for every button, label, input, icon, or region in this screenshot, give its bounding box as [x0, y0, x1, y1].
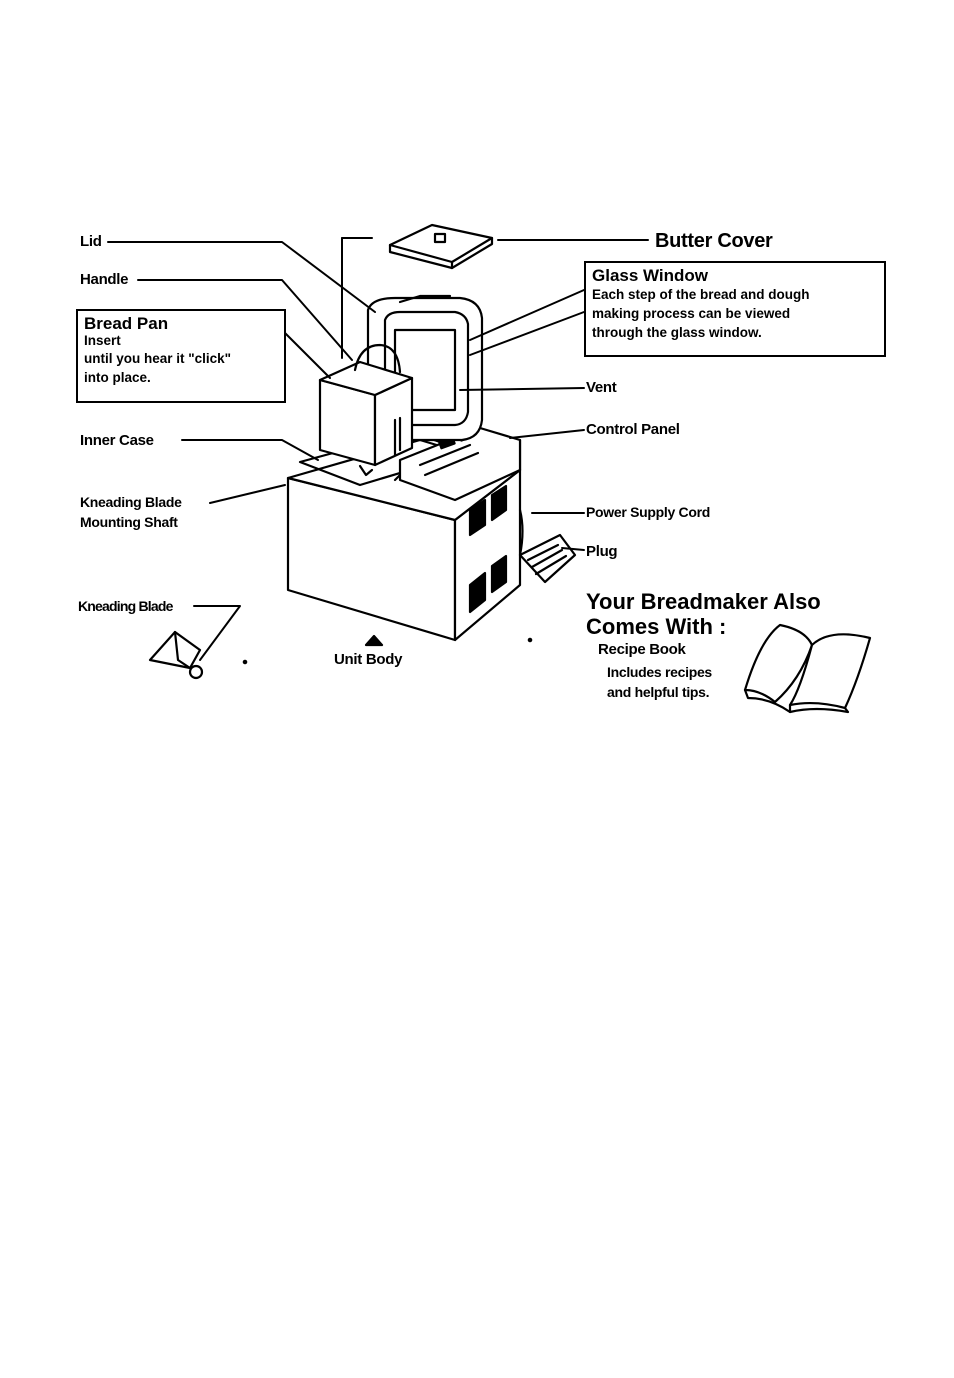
butter-cover-illustration: [388, 223, 494, 270]
leader-lines: [107, 237, 649, 661]
label-lid: Lid: [80, 233, 102, 250]
glass-window-line-3: through the glass window.: [592, 325, 762, 340]
recipe-book-title: Recipe Book: [598, 641, 686, 658]
recipe-book-line-2: and helpful tips.: [607, 684, 710, 700]
also-comes-line-1: Your Breadmaker Also: [586, 589, 821, 614]
label-control-panel: Control Panel: [586, 421, 680, 438]
plug-illustration: [518, 508, 577, 584]
label-handle: Handle: [80, 271, 129, 288]
glass-window-title: Glass Window: [592, 266, 709, 285]
label-power-supply-cord: Power Supply Cord: [586, 504, 711, 520]
kneading-blade-illustration: [148, 630, 204, 680]
bread-pan-line-1: Insert: [84, 333, 121, 348]
bread-pan-callout: Bread Pan Insert until you hear it "clic…: [76, 309, 286, 403]
label-kneading-blade-shaft-1: Kneading Blade: [80, 494, 182, 510]
glass-window-line-2: making process can be viewed: [592, 306, 791, 321]
control-panel-illustration: [398, 426, 522, 502]
label-vent: Vent: [586, 379, 617, 396]
label-unit-body: Unit Body: [334, 651, 403, 668]
label-inner-case: Inner Case: [80, 432, 154, 449]
label-butter-cover: Butter Cover: [655, 230, 773, 252]
bread-pan-line-2: until you hear it "click": [84, 351, 232, 366]
recipe-book-line-1: Includes recipes: [607, 664, 712, 680]
glass-window-callout: Glass Window Each step of the bread and …: [584, 261, 886, 357]
bread-pan-illustration: [318, 343, 414, 477]
label-plug: Plug: [586, 543, 618, 560]
unit-body-arrow: [364, 634, 384, 647]
label-kneading-blade-shaft-2: Mounting Shaft: [80, 514, 178, 530]
label-kneading-blade: Kneading Blade: [78, 598, 173, 614]
glass-window-line-1: Each step of the bread and dough: [592, 287, 810, 302]
also-comes-line-2: Comes With :: [586, 614, 727, 639]
recipe-book-illustration: [743, 623, 872, 714]
bread-pan-title: Bread Pan: [84, 314, 169, 333]
bread-pan-line-3: into place.: [84, 370, 151, 385]
